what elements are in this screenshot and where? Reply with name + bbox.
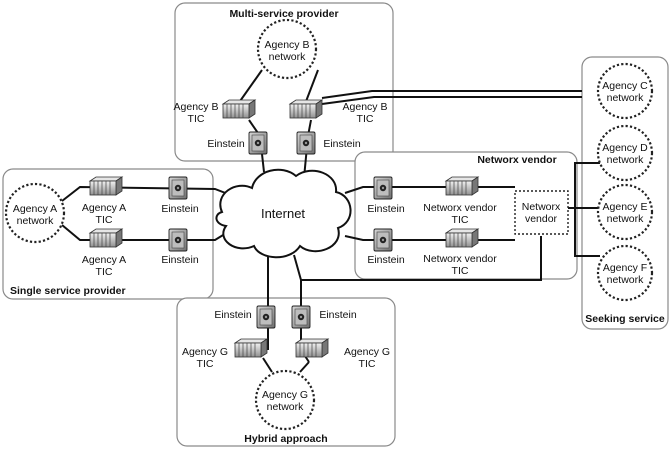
- region-networx-vendor: Networx vendor: [354, 151, 578, 280]
- agency-g-network: Agency G network: [254, 369, 316, 431]
- svg-text:Agency B: Agency B: [174, 101, 219, 113]
- einstein-sensor-icon: [168, 228, 188, 252]
- einstein-a-bottom: Einstein: [161, 228, 199, 266]
- svg-text:Networx: Networx: [522, 201, 561, 213]
- svg-text:TIC: TIC: [452, 265, 469, 277]
- svg-text:Einstein: Einstein: [207, 138, 245, 150]
- internet-label: Internet: [261, 206, 305, 221]
- tic-device-icon: [445, 228, 479, 248]
- svg-text:network: network: [17, 215, 55, 227]
- svg-text:Agency G: Agency G: [344, 346, 390, 358]
- networx-tic-bottom: Networx vendor TIC: [423, 228, 497, 277]
- einstein-sensor-icon: [296, 131, 316, 155]
- svg-text:network: network: [607, 154, 645, 166]
- einstein-sensor-icon: [373, 228, 393, 252]
- svg-text:Agency F: Agency F: [603, 262, 647, 274]
- svg-text:network: network: [607, 92, 645, 104]
- einstein-sensor-icon: [248, 131, 268, 155]
- svg-text:Agency D: Agency D: [602, 142, 648, 154]
- svg-text:Agency E: Agency E: [603, 201, 648, 213]
- agency-e-network: Agency E network: [596, 183, 654, 241]
- agency-g-tic-left: Agency G TIC: [182, 338, 268, 370]
- svg-text:TIC: TIC: [96, 266, 113, 278]
- einstein-sensor-icon: [256, 305, 276, 329]
- svg-text:Einstein: Einstein: [323, 138, 361, 150]
- agency-a-tic-top: Agency A TIC: [82, 176, 126, 226]
- svg-text:Einstein: Einstein: [161, 254, 199, 266]
- svg-text:Agency G: Agency G: [262, 389, 308, 401]
- svg-text:Agency A: Agency A: [82, 202, 126, 214]
- tic-device-icon: [89, 176, 123, 196]
- agency-d-network: Agency D network: [596, 124, 654, 182]
- tic-device-icon: [222, 99, 256, 119]
- svg-text:network: network: [267, 401, 305, 413]
- svg-text:network: network: [607, 274, 645, 286]
- svg-text:network: network: [269, 51, 307, 63]
- svg-text:Einstein: Einstein: [319, 309, 357, 321]
- agency-b-tic-left: Agency B TIC: [174, 99, 256, 125]
- einstein-sensor-icon: [168, 176, 188, 200]
- svg-text:Einstein: Einstein: [367, 203, 405, 215]
- svg-text:Agency A: Agency A: [82, 254, 126, 266]
- svg-text:TIC: TIC: [452, 214, 469, 226]
- einstein-b-right: Einstein: [296, 131, 361, 155]
- svg-text:TIC: TIC: [96, 214, 113, 226]
- svg-text:TIC: TIC: [197, 358, 214, 370]
- agency-b-tic-right: Agency B TIC: [289, 99, 388, 125]
- tic-device-icon: [295, 338, 329, 358]
- internet-cloud: Internet: [215, 168, 352, 259]
- einstein-networx-top: Einstein: [367, 176, 405, 215]
- svg-text:Networx vendor: Networx vendor: [423, 253, 497, 265]
- region-title-multi: Multi-service provider: [229, 8, 338, 20]
- svg-text:Agency G: Agency G: [182, 346, 228, 358]
- svg-text:Agency A: Agency A: [13, 203, 57, 215]
- svg-text:Einstein: Einstein: [214, 309, 252, 321]
- networx-tic-top: Networx vendor TIC: [423, 176, 497, 226]
- agency-f-network: Agency F network: [596, 244, 654, 302]
- svg-text:Einstein: Einstein: [161, 203, 199, 215]
- einstein-b-left: Einstein: [207, 131, 268, 155]
- einstein-g-right: Einstein: [291, 305, 357, 329]
- agency-a-network: Agency A network: [4, 182, 66, 244]
- region-title-seeking: Seeking service: [585, 313, 665, 325]
- svg-text:Einstein: Einstein: [367, 254, 405, 266]
- einstein-networx-bottom: Einstein: [367, 228, 405, 266]
- networx-vendor-box: Networx vendor: [514, 190, 569, 235]
- svg-text:network: network: [607, 213, 645, 225]
- einstein-sensor-icon: [291, 305, 311, 329]
- svg-text:TIC: TIC: [359, 358, 376, 370]
- svg-text:TIC: TIC: [357, 113, 374, 125]
- agency-g-tic-right: Agency G TIC: [295, 338, 390, 370]
- tic-device-icon: [234, 338, 268, 358]
- einstein-a-top: Einstein: [161, 176, 199, 215]
- region-title-single: Single service provider: [10, 285, 126, 297]
- tic-device-icon: [289, 99, 323, 119]
- svg-text:vendor: vendor: [525, 213, 558, 225]
- svg-text:Agency C: Agency C: [602, 80, 648, 92]
- agency-b-network: Agency B network: [256, 18, 318, 80]
- tic-device-icon: [445, 176, 479, 196]
- region-title-hybrid: Hybrid approach: [244, 433, 327, 445]
- agency-c-network: Agency C network: [596, 62, 654, 120]
- svg-text:Agency B: Agency B: [343, 101, 388, 113]
- tic-device-icon: [89, 228, 123, 248]
- einstein-sensor-icon: [373, 176, 393, 200]
- region-multi-service-provider: Multi-service provider: [174, 2, 394, 162]
- svg-text:TIC: TIC: [188, 113, 205, 125]
- region-title-networx: Networx vendor: [477, 154, 556, 166]
- svg-text:Networx vendor: Networx vendor: [423, 202, 497, 214]
- einstein-g-left: Einstein: [214, 305, 276, 329]
- svg-text:Agency B: Agency B: [265, 39, 310, 51]
- agency-a-tic-bottom: Agency A TIC: [82, 228, 126, 278]
